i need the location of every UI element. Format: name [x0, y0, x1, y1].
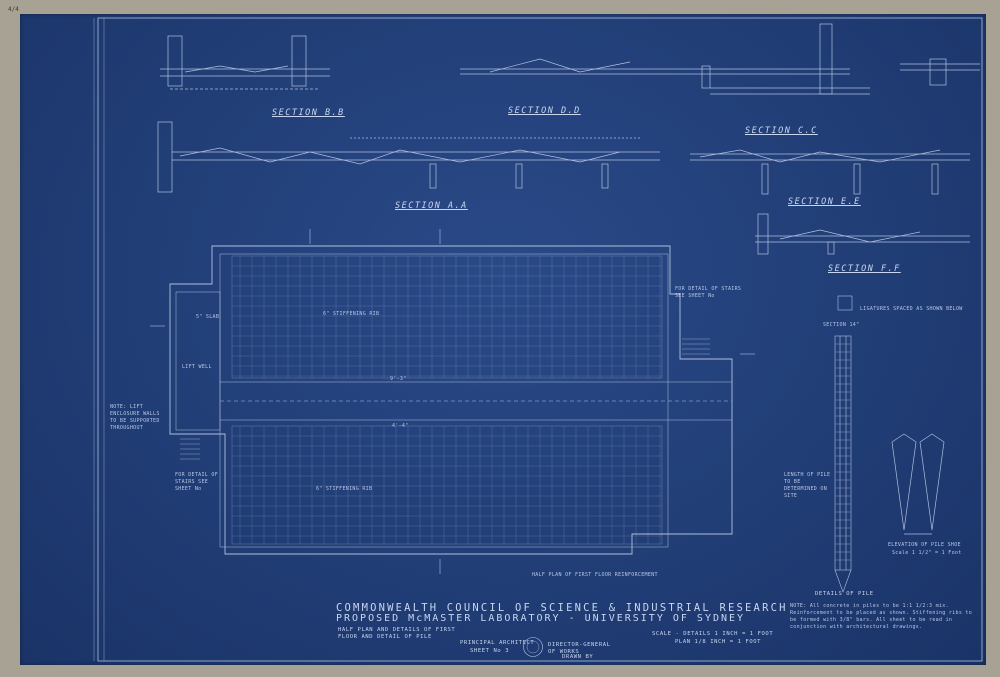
dimension-2: 4'-4": [392, 423, 409, 429]
pile-section-label: SECTION 14": [823, 322, 860, 328]
sheet-number: SHEET No 3: [470, 648, 510, 654]
stair-hatch: [180, 338, 710, 460]
section-markers: [150, 229, 755, 574]
section-aa-drawing: [157, 121, 660, 193]
stiffening-rib-label-2: 6" STIFFENING RIB: [316, 486, 373, 492]
section-dd-drawing: [460, 23, 980, 95]
reinforcement-grid-lower: [231, 425, 663, 545]
lift-well-label: LIFT WELL: [182, 364, 212, 370]
pile-shoe-drawing: [891, 433, 945, 535]
section-ff-title: SECTION F.F: [828, 264, 901, 274]
plan-caption: HALF PLAN OF FIRST FLOOR REINFORCEMENT: [532, 572, 658, 578]
drawn-by-label: DRAWN BY: [562, 654, 594, 660]
stiffening-rib-label-1: 6" STIFFENING RIB: [323, 311, 380, 317]
pile-shoe-caption: ELEVATION OF PILE SHOE: [888, 542, 961, 548]
margin-note: NOTE: LIFT ENCLOSURE WALLS TO BE SUPPORT…: [110, 404, 160, 431]
ligatures-note: LIGATURES SPACED AS SHOWN BELOW: [860, 306, 963, 312]
pile-notes: NOTE: All concrete in piles to be 1:1 1/…: [790, 603, 973, 630]
section-cc-drawing: [690, 149, 970, 195]
reinforcement-grid-upper: [231, 255, 663, 379]
subtitle-line-2: FLOOR AND DETAIL OF PILE: [338, 634, 432, 640]
slab-note: 5" SLAB: [196, 314, 220, 320]
architect-label: PRINCIPAL ARCHITECT: [460, 640, 535, 646]
pile-heading: DETAILS OF PILE: [815, 591, 874, 597]
scale-line-2: PLAN 1/8 INCH = 1 FOOT: [675, 639, 762, 645]
subtitle-line-1: HALF PLAN AND DETAILS OF FIRST: [338, 627, 456, 633]
stairs-detail-note: FOR DETAIL OF STAIRS SEE SHEET No: [675, 286, 742, 299]
section-bb-drawing: [160, 35, 330, 90]
title-line-1: COMMONWEALTH COUNCIL OF SCIENCE & INDUST…: [336, 602, 788, 614]
corner-mark: 4/4: [8, 6, 19, 13]
pile-shoe-scale: Scale 1 1/2" = 1 Foot: [892, 550, 962, 556]
official-seal: [523, 637, 543, 657]
section-dd-title: SECTION D.D: [508, 106, 581, 116]
dimension-1: 9'-3": [390, 376, 407, 382]
stairs-note-left: FOR DETAIL OF STAIRS SEE SHEET No: [175, 472, 219, 492]
central-corridor: [220, 381, 732, 421]
pile-length-note: LENGTH OF PILE TO BE DETERMINED ON SITE: [784, 472, 831, 499]
director-label: DIRECTOR-GENERAL OF WORKS: [548, 642, 611, 655]
blueprint-sheet: SECTION B.B SECTION D.D SECTION C.C SECT…: [20, 14, 986, 665]
section-cc-title: SECTION C.C: [745, 126, 818, 136]
floor-plan-outline: [169, 245, 733, 555]
section-bb-title: SECTION B.B: [272, 108, 345, 118]
section-ef-drawing: [755, 213, 970, 255]
blueprint-drawing: [93, 17, 983, 662]
pile-drawing: [834, 295, 853, 593]
section-ee-title: SECTION E.E: [788, 197, 861, 207]
section-aa-title: SECTION A.A: [395, 201, 468, 211]
scale-line-1: SCALE - DETAILS 1 INCH = 1 FOOT: [652, 631, 774, 637]
title-line-2: PROPOSED McMASTER LABORATORY - UNIVERSIT…: [336, 613, 746, 624]
